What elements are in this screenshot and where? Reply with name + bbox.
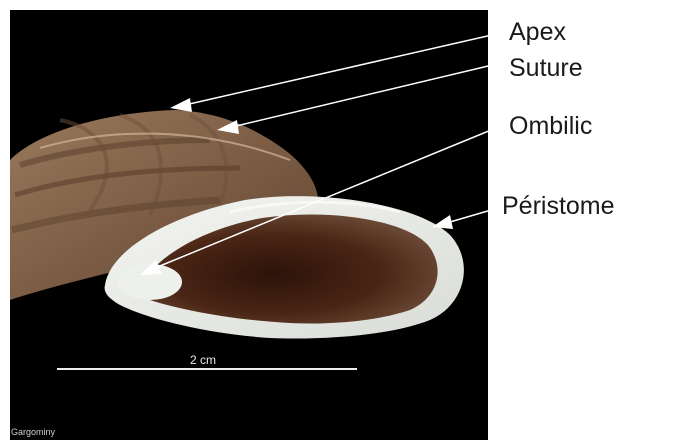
peristome-pointer-arrowhead <box>432 215 453 229</box>
label-peristome: Péristome <box>502 192 615 221</box>
label-ombilic: Ombilic <box>509 112 592 141</box>
apex-pointer-line <box>185 32 505 105</box>
peristome-pointer-line <box>450 208 498 222</box>
label-suture: Suture <box>509 54 583 83</box>
label-apex: Apex <box>509 18 566 47</box>
suture-pointer-line <box>232 62 505 127</box>
apex-pointer-arrowhead <box>170 98 192 112</box>
scale-bar-label: 2 cm <box>190 353 216 367</box>
photo-credit: Gargominy <box>11 427 55 437</box>
